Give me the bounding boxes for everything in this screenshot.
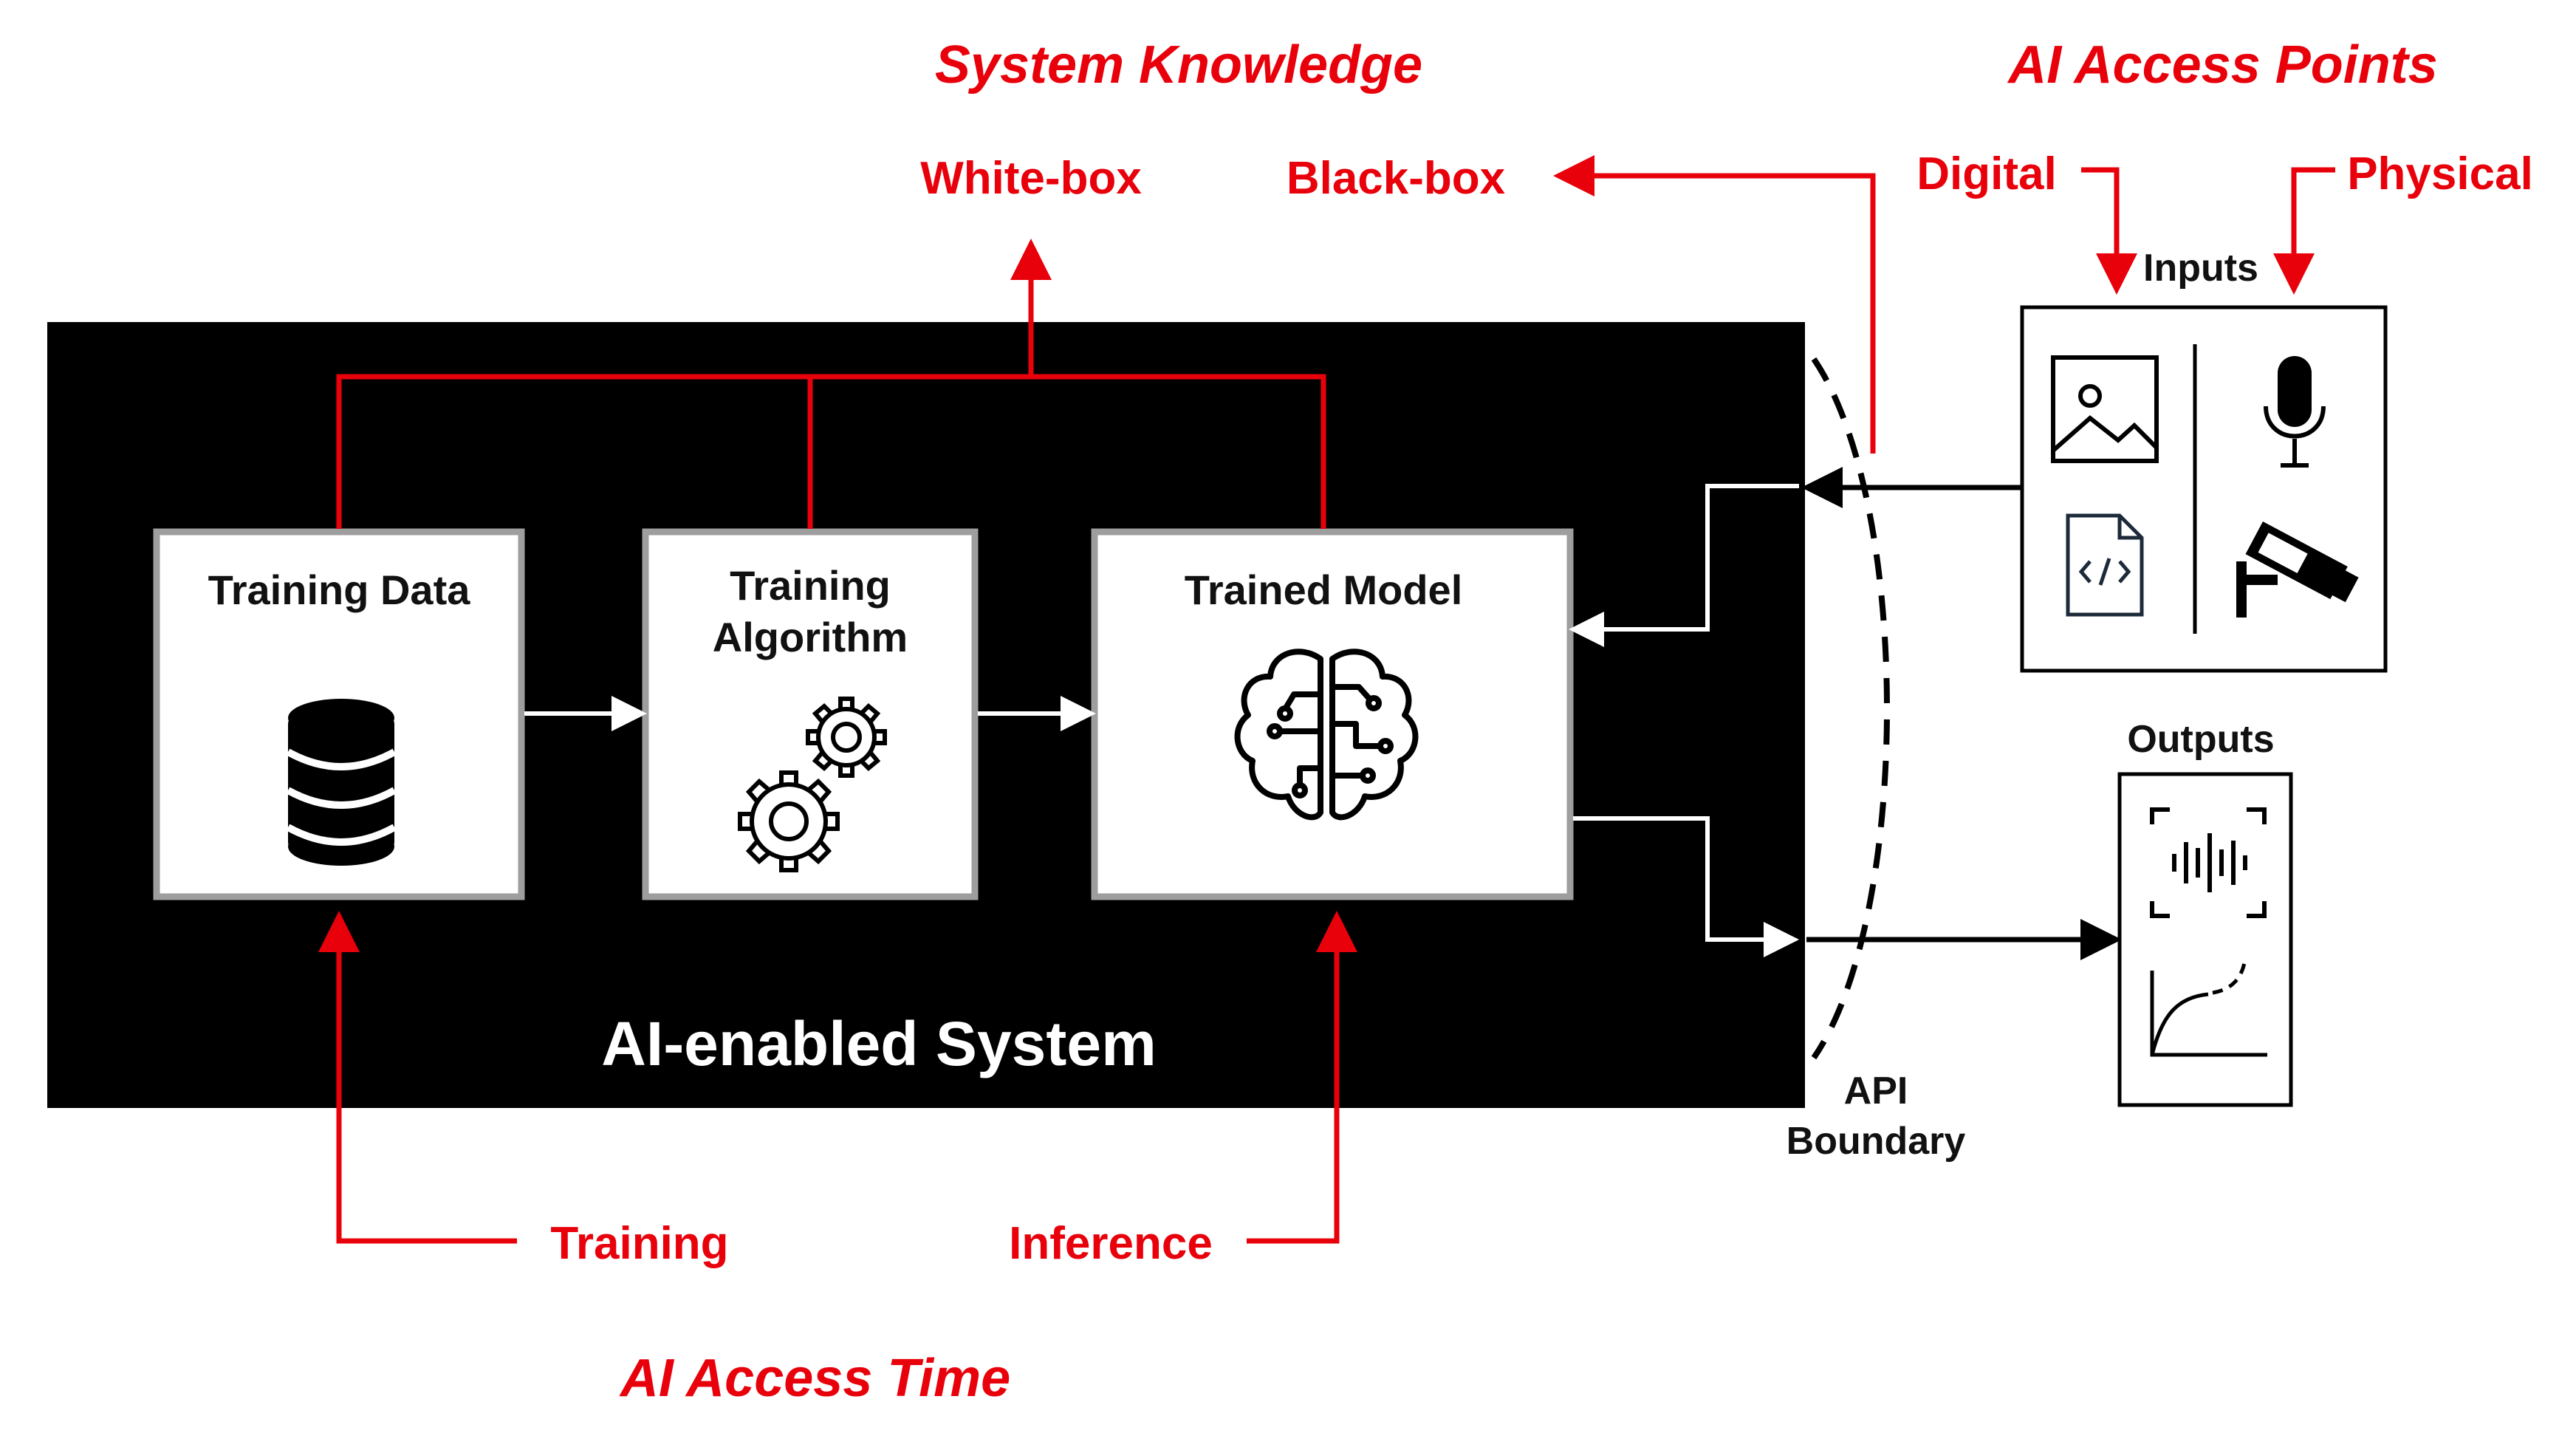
gears-icon bbox=[738, 697, 887, 872]
training-data-box: Training Data bbox=[153, 528, 525, 900]
access-points-heading: AI Access Points bbox=[2007, 35, 2438, 95]
database-icon bbox=[286, 699, 397, 866]
api-boundary-label-line2: Boundary bbox=[1787, 1120, 1966, 1163]
training-algorithm-label-line1: Training bbox=[730, 562, 891, 609]
arrow-input-to-model bbox=[1569, 484, 1799, 647]
microphone-icon bbox=[2264, 356, 2326, 468]
code-file-icon bbox=[2066, 513, 2144, 617]
trained-model-label: Trained Model bbox=[1185, 567, 1463, 613]
brain-circuit-icon bbox=[1234, 649, 1419, 821]
digital-connector bbox=[2081, 167, 2137, 295]
inference-time-connector bbox=[1247, 911, 1357, 1244]
training-data-label: Training Data bbox=[208, 567, 471, 613]
trained-model-box: Trained Model bbox=[1091, 528, 1574, 900]
image-icon bbox=[2051, 355, 2159, 463]
outputs-label: Outputs bbox=[2127, 718, 2274, 761]
physical-connector bbox=[2273, 167, 2335, 295]
training-algorithm-label-line2: Algorithm bbox=[713, 614, 908, 660]
growth-curve-icon bbox=[2150, 958, 2267, 1057]
access-time-heading: AI Access Time bbox=[619, 1349, 1010, 1408]
training-time-label: Training bbox=[550, 1218, 728, 1269]
digital-label: Digital bbox=[1916, 148, 2056, 199]
physical-label: Physical bbox=[2347, 148, 2533, 199]
system-knowledge-heading: System Knowledge bbox=[935, 35, 1422, 95]
inputs-label: Inputs bbox=[2143, 247, 2258, 290]
black-box-connector bbox=[1553, 155, 1876, 454]
ai-system-title: AI-enabled System bbox=[601, 1009, 1157, 1078]
api-boundary-label-line1: API bbox=[1844, 1070, 1908, 1112]
white-box-label: White-box bbox=[920, 153, 1142, 204]
outputs-box bbox=[2117, 772, 2293, 1107]
training-algorithm-box: Training Algorithm bbox=[642, 528, 979, 900]
training-time-connector bbox=[318, 911, 517, 1244]
inference-time-label: Inference bbox=[1009, 1218, 1213, 1269]
arrow-model-to-output bbox=[1573, 816, 1799, 957]
api-boundary-curve bbox=[1811, 357, 1890, 1060]
audio-scan-icon bbox=[2150, 807, 2267, 918]
inputs-box bbox=[2020, 305, 2388, 673]
security-camera-icon bbox=[2236, 521, 2359, 618]
black-box-label: Black-box bbox=[1287, 153, 1506, 204]
system-knowledge-connectors bbox=[336, 239, 1326, 529]
